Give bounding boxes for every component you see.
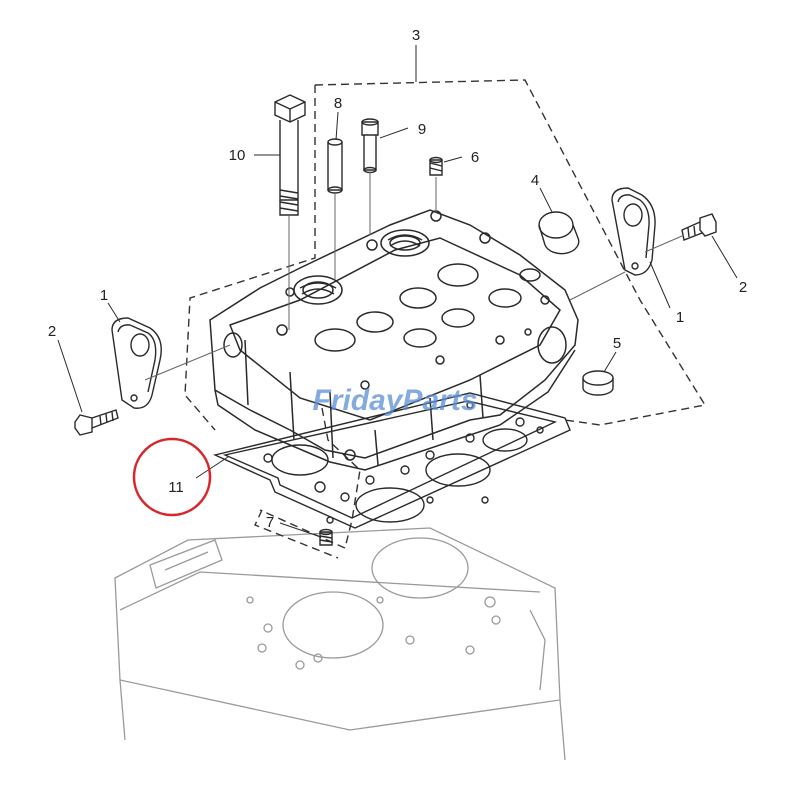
watermark: FridayParts	[312, 384, 477, 417]
callout-7: 7	[266, 514, 274, 531]
bolt-right-2	[644, 213, 717, 253]
callout-10: 10	[229, 147, 246, 164]
callout-2-left: 2	[48, 323, 56, 340]
engine-block	[114, 527, 566, 761]
plug-5	[582, 370, 614, 396]
callout-5: 5	[613, 335, 621, 352]
stud-6	[429, 156, 443, 212]
watermark-text: FridayParts	[312, 384, 477, 417]
lifting-bracket-right	[569, 187, 656, 301]
callout-3: 3	[412, 27, 420, 44]
dowel-7	[319, 528, 333, 546]
callout-1-right: 1	[676, 309, 684, 326]
callout-9: 9	[418, 121, 426, 138]
valve-guide-9	[361, 118, 379, 235]
plug-4	[538, 211, 580, 255]
bolt-left-2	[74, 409, 119, 436]
cylinder-head	[209, 209, 579, 471]
callout-11: 11	[168, 479, 184, 496]
callout-2-right: 2	[739, 279, 747, 296]
highlight-circle-11	[132, 437, 212, 517]
head-bolt-10	[274, 94, 306, 330]
callout-labels: 3 8 9 6 4 10 5 1 2 1 2 7 11	[48, 27, 747, 531]
callout-1-left: 1	[100, 287, 108, 304]
callout-8: 8	[334, 95, 342, 112]
leader-lines	[57, 45, 738, 537]
callout-4: 4	[531, 172, 539, 189]
callout-6: 6	[471, 149, 479, 166]
valve-guide-8	[327, 138, 343, 280]
lifting-bracket-left	[111, 317, 231, 409]
head-gasket	[212, 392, 571, 529]
